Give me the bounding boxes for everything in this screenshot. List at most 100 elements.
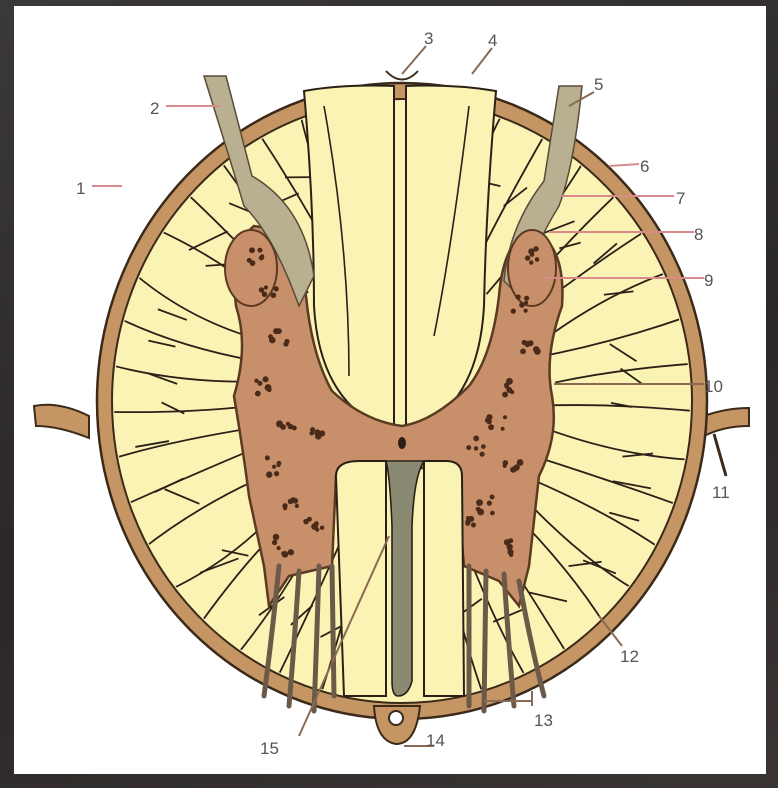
posterior-median-notch: [386, 71, 418, 80]
cross-section-svg: 1 2 3 4 5 6 7 8 9 10 11 12 13 14 15: [14, 6, 766, 774]
label-15: 15: [260, 739, 279, 758]
neuron-dot: [480, 452, 485, 457]
neuron-dot: [466, 516, 470, 520]
neuron-dot: [486, 419, 491, 424]
label-8: 8: [694, 225, 703, 244]
neuron-dot: [284, 339, 289, 344]
label-14: 14: [426, 731, 445, 750]
neuron-dot: [524, 296, 529, 301]
label-5: 5: [594, 75, 603, 94]
neuron-dot: [255, 391, 261, 397]
neuron-dot: [262, 376, 268, 382]
neuron-dot: [501, 427, 505, 431]
neuron-dot: [311, 523, 318, 530]
label-3: 3: [424, 29, 433, 48]
neuron-dot: [249, 247, 255, 253]
neuron-dot: [511, 309, 516, 314]
lissauer-tract-right: [508, 230, 556, 306]
neuron-dot: [274, 286, 279, 291]
neuron-dot: [477, 508, 484, 515]
neuron-dot: [303, 519, 308, 524]
neuron-dot: [262, 292, 266, 296]
neuron-dot: [288, 549, 294, 555]
neuron-dot: [476, 499, 483, 506]
central-canal: [398, 437, 406, 449]
neuron-dot: [513, 464, 519, 470]
neuron-dot: [519, 302, 525, 308]
label-13: 13: [534, 711, 553, 730]
label-11: 11: [712, 483, 730, 502]
spinal-cord-diagram: 1 2 3 4 5 6 7 8 9 10 11 12 13 14 15: [14, 6, 766, 774]
ventral-root-fiber: [332, 566, 334, 696]
neuron-dot: [286, 422, 290, 426]
neuron-dot: [481, 444, 486, 449]
neuron-dot: [277, 461, 282, 466]
neuron-dot: [504, 539, 510, 545]
neuron-dot: [503, 415, 507, 419]
neuron-dot: [503, 460, 509, 466]
neuron-dot: [268, 334, 273, 339]
label-1: 1: [76, 179, 85, 198]
neuron-dot: [523, 309, 527, 313]
neuron-dot: [502, 392, 508, 398]
anterior-funiculus-right: [424, 461, 464, 696]
neuron-dot: [474, 436, 478, 440]
neuron-dot: [274, 471, 279, 476]
left-nerve-stub: [34, 405, 89, 438]
label-12: 12: [620, 647, 639, 666]
neuron-dot: [509, 553, 513, 557]
neuron-dot: [530, 252, 535, 257]
neuron-dot: [510, 390, 514, 394]
neuron-dot: [466, 445, 471, 450]
neuron-dot: [283, 506, 287, 510]
neuron-dot: [267, 387, 272, 392]
neuron-dot: [488, 424, 494, 430]
neuron-dot: [271, 292, 277, 298]
neuron-dot: [281, 551, 285, 555]
neuron-dot: [265, 455, 270, 460]
neuron-dot: [506, 378, 513, 385]
neuron-dot: [507, 546, 511, 550]
right-nerve-stub: [704, 408, 749, 436]
neuron-dot: [319, 430, 325, 436]
neuron-dot: [272, 465, 276, 469]
neuron-dot: [276, 328, 282, 334]
neuron-dot: [276, 546, 280, 550]
label-10: 10: [704, 377, 723, 396]
neuron-dot: [264, 285, 268, 289]
neuron-dot: [320, 526, 324, 530]
neuron-dot: [310, 431, 314, 435]
neuron-dot: [295, 504, 299, 508]
neuron-dot: [520, 348, 526, 354]
neuron-dot: [490, 495, 495, 500]
neuron-dot: [533, 246, 538, 251]
label-9: 9: [704, 271, 713, 290]
neuron-dot: [257, 381, 262, 386]
neuron-dot: [474, 446, 478, 450]
lissauer-tract-left: [225, 230, 277, 306]
neuron-dot: [272, 540, 277, 545]
anterior-funiculus: [336, 461, 386, 696]
label-7: 7: [676, 189, 685, 208]
neuron-dot: [515, 294, 520, 299]
neuron-dot: [533, 346, 540, 353]
label-2: 2: [150, 99, 159, 118]
right-nerve-branch: [714, 434, 726, 476]
neuron-dot: [487, 501, 492, 506]
neuron-dot: [257, 248, 262, 253]
neuron-dot: [259, 255, 264, 260]
neuron-dot: [529, 260, 533, 264]
neuron-dot: [528, 340, 534, 346]
ventral-root-fiber: [484, 571, 486, 711]
label-4: 4: [488, 31, 497, 50]
neuron-dot: [266, 471, 272, 477]
neuron-dot: [276, 420, 283, 427]
label-6: 6: [640, 157, 649, 176]
anterior-spinal-artery: [389, 711, 403, 725]
neuron-dot: [250, 260, 256, 266]
neuron-dot: [471, 522, 476, 527]
neuron-dot: [490, 511, 495, 516]
neuron-dot: [292, 498, 298, 504]
neuron-dot: [273, 534, 280, 541]
neuron-dot: [525, 255, 530, 260]
